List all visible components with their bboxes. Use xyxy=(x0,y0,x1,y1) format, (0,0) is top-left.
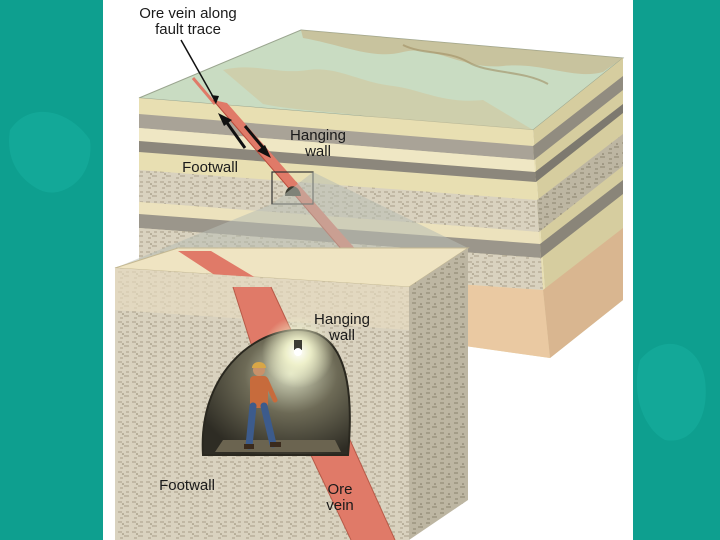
miner-boot-right xyxy=(270,442,281,447)
miner-leg-left xyxy=(249,406,253,446)
label-footwall-inset: Footwall xyxy=(142,478,232,494)
label-hanging-wall-inset: Hanging wall xyxy=(302,312,382,344)
label-ore-vein-along-fault-trace: Ore vein along fault trace xyxy=(118,6,258,38)
fault-ore-vein-diagram xyxy=(103,0,633,540)
miner-boot-left xyxy=(244,444,254,449)
label-footwall-top: Footwall xyxy=(170,160,250,176)
inset-side-face xyxy=(409,248,468,540)
lamp-bulb xyxy=(294,348,302,356)
label-ore-vein: Ore vein xyxy=(310,482,370,514)
label-hanging-wall-top: Hanging wall xyxy=(278,128,358,160)
